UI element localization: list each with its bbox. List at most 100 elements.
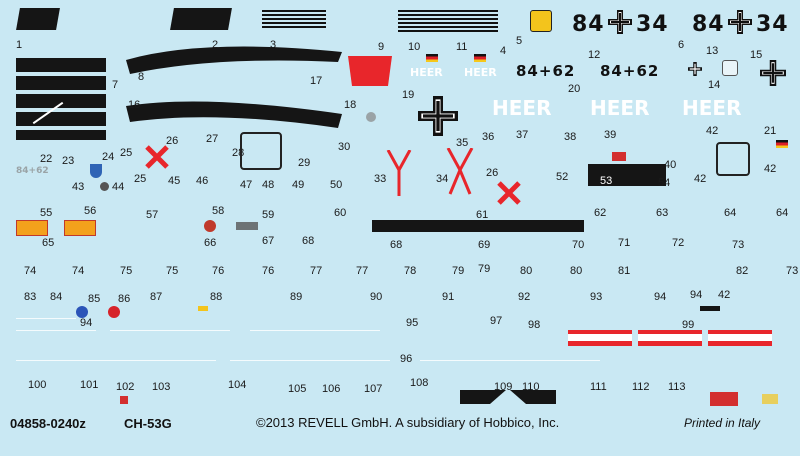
- decal-line: [420, 360, 600, 361]
- decal-redwhite-3: [708, 330, 772, 346]
- decal-bar-1: [16, 8, 60, 30]
- decal-number: 18: [344, 99, 357, 111]
- decal-red-y-32: [386, 150, 412, 196]
- decal-number: 77: [356, 265, 369, 277]
- decal-number: 45: [168, 175, 181, 187]
- red-x-icon-26: [145, 145, 169, 169]
- decal-number: 19: [402, 89, 415, 101]
- decal-number: 72: [672, 237, 685, 249]
- decal-number: 55: [40, 207, 53, 219]
- footer-model: CH-53G: [124, 416, 172, 431]
- decal-number: 24: [102, 151, 115, 163]
- decal-number: 58: [212, 205, 225, 217]
- decal-number: 21: [764, 125, 777, 137]
- decal-number: 23: [62, 155, 75, 167]
- serial-34-a: 34: [636, 12, 669, 37]
- decal-number: 13: [706, 45, 719, 57]
- iron-cross-icon-small: [688, 62, 702, 76]
- decal-number: 83: [24, 291, 37, 303]
- footer-code: 04858-0240z: [10, 416, 86, 431]
- serial-side-a: 84+62: [516, 62, 576, 80]
- decal-black-108: [510, 390, 556, 404]
- red-x-icon-26b: [497, 181, 521, 205]
- decal-strip-8: [126, 46, 342, 74]
- decal-number: 101: [80, 379, 99, 391]
- decal-number: 80: [520, 265, 533, 277]
- decal-number: 74: [24, 265, 37, 277]
- decal-grey-57: [236, 222, 258, 230]
- decal-number: 33: [374, 173, 387, 185]
- footer-copyright: ©2013 REVELL GmbH. A subsidiary of Hobbi…: [256, 415, 560, 430]
- decal-number: 111: [590, 381, 607, 393]
- decal-number: 7: [112, 79, 119, 91]
- decal-number: 104: [228, 379, 247, 391]
- decal-roundel-blue: [76, 306, 88, 318]
- decal-number: 48: [262, 179, 275, 191]
- decal-number: 98: [528, 319, 541, 331]
- decal-number: 99: [682, 319, 695, 331]
- decal-number: 103: [152, 381, 171, 393]
- decal-stripes-4: [398, 10, 498, 32]
- serial-84-b: 84: [692, 12, 725, 37]
- decal-number: 91: [442, 291, 455, 303]
- decal-number: 76: [262, 265, 275, 277]
- heer-large-1: HEER: [492, 96, 552, 120]
- decal-number: 54: [658, 177, 671, 189]
- decal-number: 36: [482, 131, 495, 143]
- decal-number: 80: [570, 265, 583, 277]
- heer-large-3: HEER: [682, 96, 742, 120]
- decal-number: 77: [310, 265, 323, 277]
- decal-redwhite-1: [568, 330, 632, 346]
- decal-number: 62: [594, 207, 607, 219]
- decal-number: 63: [656, 207, 669, 219]
- decal-circle-18: [366, 112, 376, 122]
- decal-number: 84: [50, 291, 63, 303]
- decal-number: 108: [410, 377, 429, 389]
- decal-number: 75: [166, 265, 179, 277]
- decal-number: 40: [664, 159, 677, 171]
- footer-printed: Printed in Italy: [684, 416, 761, 430]
- serial-side-b: 84+62: [600, 62, 660, 80]
- decal-number: 112: [632, 381, 650, 393]
- decal-number: 34: [436, 173, 449, 185]
- decal-number: 43: [72, 181, 85, 193]
- decal-number: 38: [564, 131, 577, 143]
- decal-number: 68: [390, 239, 403, 251]
- decal-number: 71: [618, 237, 631, 249]
- decal-stripes-3: [262, 10, 326, 30]
- decal-number: 61: [476, 209, 489, 221]
- decal-number: 52: [556, 171, 569, 183]
- decal-number: 35: [456, 137, 469, 149]
- decal-bar-51: [588, 164, 666, 186]
- decal-number: 8: [138, 71, 145, 83]
- decal-number: 96: [400, 353, 413, 365]
- decal-number: 93: [590, 291, 603, 303]
- decal-number: 70: [572, 239, 585, 251]
- decal-number: 10: [408, 41, 421, 53]
- decal-circle-43: [100, 182, 109, 191]
- decal-number: 25: [134, 173, 147, 185]
- iron-cross-icon-3: [760, 60, 786, 86]
- decal-number: 46: [196, 175, 209, 187]
- decal-black-107: [460, 390, 506, 404]
- decal-number: 95: [406, 317, 419, 329]
- decal-number: 75: [120, 265, 133, 277]
- decal-number: 44: [112, 181, 125, 193]
- decal-number: 86: [118, 293, 131, 305]
- decal-number: 69: [478, 239, 491, 251]
- decal-number: 68: [302, 235, 315, 247]
- decal-number: 76: [212, 265, 225, 277]
- decal-line: [110, 330, 230, 331]
- decal-red-9: [348, 56, 392, 86]
- decal-number: 4: [500, 45, 507, 57]
- decal-yellow-86: [198, 306, 208, 311]
- decal-panel-7: [16, 58, 106, 140]
- decal-number: 27: [206, 133, 219, 145]
- decal-bar-59: [372, 220, 584, 232]
- decal-roundel-red: [108, 306, 120, 318]
- decal-number: 5: [516, 35, 523, 47]
- decal-number: 85: [88, 293, 101, 305]
- decal-number: 39: [604, 129, 617, 141]
- decal-number: 64: [776, 207, 789, 219]
